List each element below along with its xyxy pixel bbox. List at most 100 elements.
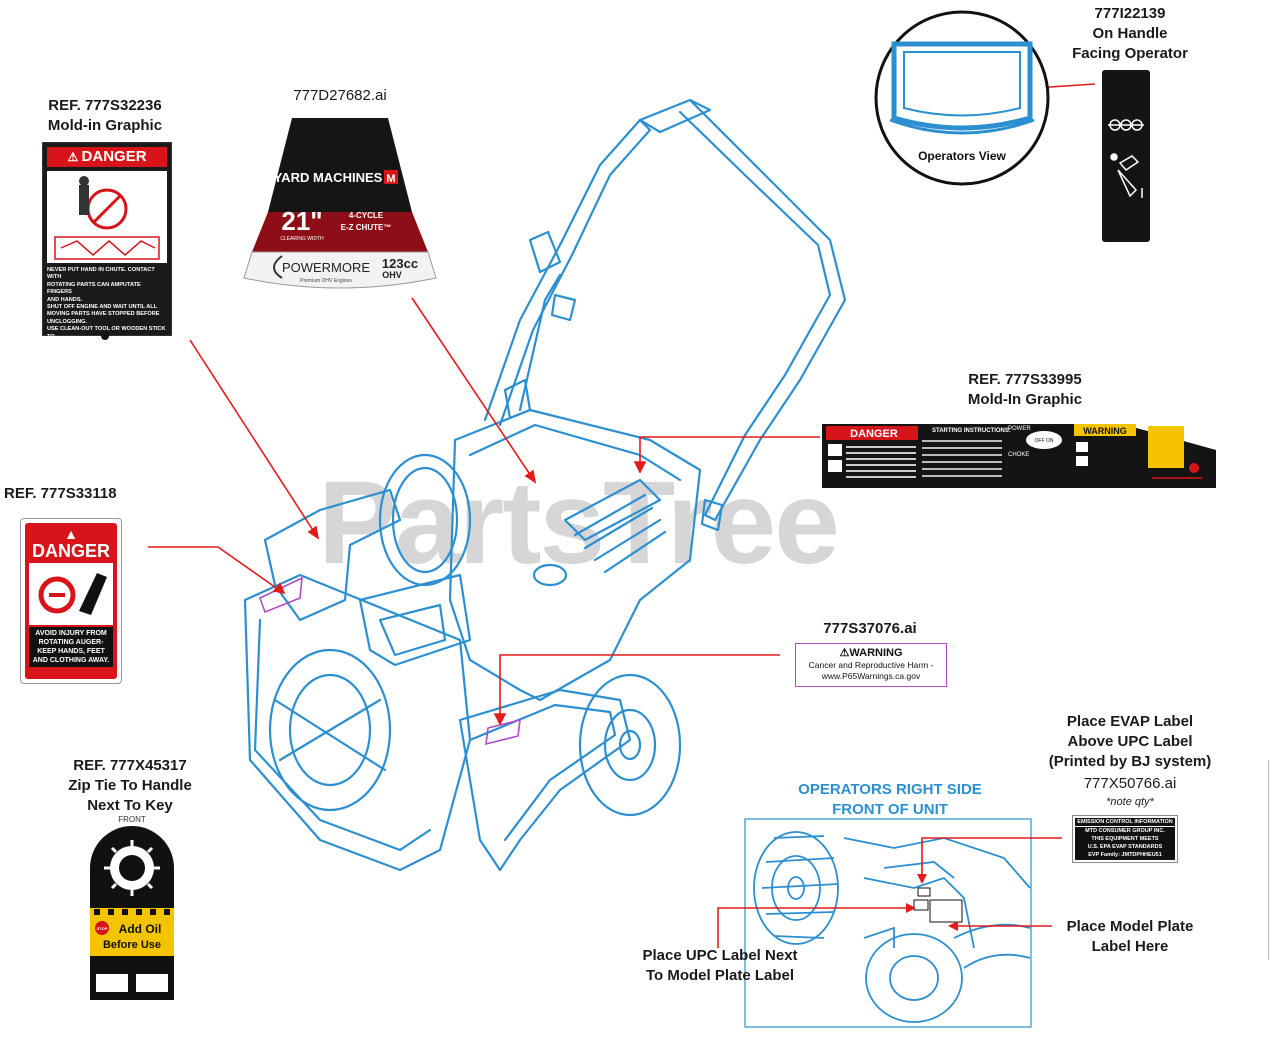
- tag-ref: REF. 777X45317: [73, 757, 187, 774]
- dash-offon: OFF ON: [1035, 438, 1054, 444]
- evap-caption: Place EVAP Label Above UPC Label (Printe…: [1030, 712, 1230, 772]
- danger-line-7: USE CLEAN-OUT TOOL OR WOODEN STICK TO: [47, 326, 166, 340]
- evap-text-1: EMISSION CONTROL INFORMATION: [1075, 818, 1175, 827]
- engine-housing: [448, 408, 702, 702]
- clearing-size: 21": [281, 206, 322, 236]
- auger-housing: [243, 573, 472, 872]
- danger-line-3: AND HANDS.: [47, 296, 83, 303]
- inset-title-2: FRONT OF UNIT: [832, 801, 948, 818]
- tag-caption: REF. 777X45317 Zip Tie To Handle Next To…: [40, 756, 220, 816]
- handle-decal-line2: Facing Operator: [1072, 45, 1188, 62]
- dash-decal-caption: REF. 777S33995 Mold-In Graphic: [940, 370, 1110, 410]
- handle-decal-caption: 777I22139 On Handle Facing Operator: [1060, 4, 1200, 64]
- p65-line2: www.P65Warnings.ca.gov: [821, 671, 921, 681]
- auger-line-3: KEEP HANDS, FEET: [37, 648, 105, 655]
- clearing-label: CLEARING WIDTH: [280, 236, 324, 242]
- danger-line-5: MOVING PARTS HAVE STOPPED BEFORE: [47, 311, 160, 318]
- brand-name: YARD MACHINES: [274, 170, 383, 185]
- warning-triangle-icon: ⚠: [67, 150, 82, 164]
- upc-line1: Place UPC Label Next: [642, 947, 798, 964]
- handle-decal-line1: On Handle: [1092, 25, 1168, 42]
- danger-decal-ref: REF. 777S32236: [48, 97, 162, 114]
- dash-decal-ref: REF. 777S33995: [968, 371, 1082, 388]
- auger-pictogram: [29, 563, 113, 625]
- discharge-chute: [263, 488, 402, 622]
- evap-line2: Above UPC Label: [1067, 733, 1193, 750]
- evap-line3: (Printed by BJ system): [1048, 753, 1212, 770]
- auger-line-1: AVOID INJURY FROM: [35, 630, 107, 637]
- engine-cycle: 4-CYCLE: [349, 211, 384, 220]
- chute-danger-pictogram: [47, 171, 167, 263]
- mold-pin: [101, 332, 109, 340]
- handle-lower-left: [518, 273, 562, 412]
- auger-label-spot: [259, 576, 303, 614]
- inset-title: OPERATORS RIGHT SIDE FRONT OF UNIT: [770, 780, 1010, 820]
- handle-left-rail: [483, 118, 652, 427]
- danger-line-6: UNCLOGGING.: [47, 318, 88, 325]
- dash-decal-sub: Mold-In Graphic: [967, 391, 1083, 408]
- chute-danger-decal: ⚠ DANGER NEVER PUT HAND IN CHUTE. CONTAC…: [42, 142, 172, 347]
- operators-view-circle: Operators View: [874, 10, 1050, 186]
- svg-text:M: M: [386, 173, 395, 185]
- engine-brand: POWERMORE: [282, 260, 370, 275]
- chute-danger-text: NEVER PUT HAND IN CHUTE. CONTACT WITH RO…: [47, 267, 167, 348]
- auger-line-2: ROTATING AUGER-: [38, 639, 104, 646]
- chute-type: E-Z CHUTE™: [341, 223, 392, 232]
- auger-hand-icon: [38, 573, 107, 615]
- auger-danger-title: DANGER: [31, 541, 110, 561]
- tag-oil-line2: Before Use: [103, 939, 161, 951]
- hand-in-chute-icon: [54, 176, 160, 260]
- tag-line1: Zip Tie To Handle: [68, 777, 192, 794]
- danger-line-1: NEVER PUT HAND IN CHUTE. CONTACT WITH: [47, 267, 155, 281]
- evap-text-3: THIS EQUIPMENT MEETS: [1091, 836, 1159, 842]
- tag-oil-line1: Add Oil: [119, 922, 162, 936]
- p65-label-spot: [485, 718, 521, 746]
- model-line2: Label Here: [1091, 938, 1169, 955]
- danger-decal-caption: REF. 777S32236 Mold-in Graphic: [20, 96, 190, 136]
- danger-line-2: ROTATING PARTS CAN AMPUTATE FINGERS: [47, 281, 141, 296]
- brand-decal-ref: 777D27682.ai: [293, 87, 387, 104]
- tag-front: FRONT: [118, 815, 146, 824]
- evap-text-4: U.S. EPA EVAP STANDARDS: [1087, 844, 1163, 850]
- auger-danger-decal: ▲ DANGER AVOID INJURY FROM ROTATING AUGE…: [20, 518, 122, 684]
- chute-danger-header: ⚠ DANGER: [47, 147, 167, 167]
- dash-decal: DANGER STARTING INSTRUCTIONS: POWER CHOK…: [822, 424, 1216, 488]
- upc-line2: To Model Plate Label: [645, 967, 795, 984]
- p65-line1: Cancer and Reproductive Harm -: [808, 660, 934, 670]
- page-edge-line: [1268, 760, 1269, 960]
- operators-view-label: Operators View: [918, 149, 1006, 163]
- danger-line-8: UNCLOG DISCHARGE CHUTE.: [47, 341, 129, 348]
- model-line1: Place Model Plate: [1066, 918, 1194, 935]
- dash-choke: CHOKE: [1008, 452, 1029, 458]
- auger-decal-ref: REF. 777S33118: [4, 485, 117, 502]
- evap-note: *note qty*: [1106, 796, 1154, 808]
- danger-decal-sub: Mold-in Graphic: [47, 117, 163, 134]
- engine-cc: 123cc: [382, 256, 418, 271]
- warning-triangle-icon: ⚠: [839, 647, 850, 659]
- model-caption: Place Model Plate Label Here: [1050, 917, 1210, 957]
- auger-line-4: AND CLOTHING AWAY.: [32, 657, 110, 664]
- evap-ref: 777X50766.ai: [1083, 775, 1177, 792]
- dash-power: POWER: [1008, 426, 1031, 432]
- handle-control-decal: [1102, 70, 1150, 242]
- p65-warning-label: ⚠WARNING Cancer and Reproductive Harm - …: [795, 643, 947, 687]
- evap-text-5: EVP Family: JMTDPHHEU51: [1088, 852, 1162, 858]
- oil-tag: STOP Add Oil Before Use: [90, 826, 174, 1000]
- evap-line1: Place EVAP Label: [1066, 713, 1194, 730]
- evap-text-2: MTD CONSUMER GROUP INC.: [1085, 828, 1165, 834]
- upc-caption: Place UPC Label Next To Model Plate Labe…: [620, 946, 820, 986]
- inset-title-1: OPERATORS RIGHT SIDE: [798, 781, 982, 798]
- p65-ref: 777S37076.ai: [823, 620, 917, 637]
- dash-starting: STARTING INSTRUCTIONS:: [932, 428, 1011, 434]
- handle-top-bar: [638, 98, 712, 134]
- handle-decal-ref: 777I22139: [1094, 5, 1166, 22]
- dash-warning-title: WARNING: [1083, 426, 1127, 436]
- danger-line-4: SHUT OFF ENGINE AND WAIT UNTIL ALL: [47, 304, 158, 311]
- belt-cover: [458, 688, 632, 872]
- warning-triangle-icon: ▲: [64, 526, 78, 542]
- handle-right-rail: [678, 98, 847, 522]
- stop-icon: STOP: [97, 926, 108, 931]
- evap-label: EMISSION CONTROL INFORMATION MTD CONSUME…: [1072, 815, 1178, 863]
